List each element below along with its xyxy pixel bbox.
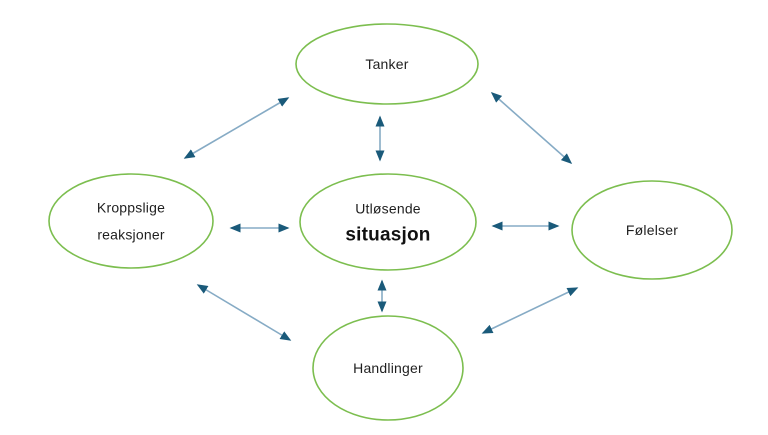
node-label-handlinger-line0: Handlinger	[353, 360, 423, 376]
node-ellipse-tanker	[295, 23, 479, 105]
node-ellipse-handlinger	[312, 315, 464, 421]
node-label-tanker-line0: Tanker	[365, 56, 408, 72]
node-label-utlosende-situasjon-line1: situasjon	[345, 225, 430, 246]
node-folelser: Følelser	[571, 180, 733, 280]
arrow-kroppslige-handlinger	[196, 284, 292, 341]
arrow-tanker-folelser	[490, 92, 573, 164]
node-utlosende-situasjon: Utløsende situasjon	[299, 173, 477, 271]
node-label-utlosende-situasjon-line0: Utløsende	[355, 201, 421, 217]
node-label-kroppslige-reaksjoner-line0: Kroppslige	[97, 200, 165, 216]
node-ellipse-utlosende-situasjon	[299, 173, 477, 271]
node-ellipse-folelser	[571, 180, 733, 280]
node-ellipse-kroppslige-reaksjoner	[48, 173, 214, 269]
node-label-folelser-line0: Følelser	[626, 222, 678, 238]
arrow-tanker-kroppslige	[183, 97, 290, 159]
node-label-kroppslige-reaksjoner-line1: reaksjoner	[97, 227, 165, 243]
node-tanker: Tanker	[295, 23, 479, 105]
node-handlinger: Handlinger	[312, 315, 464, 421]
arrows-layer	[183, 92, 579, 341]
arrow-handlinger-folelser	[481, 287, 579, 334]
node-kroppslige-reaksjoner: Kroppslige reaksjoner	[48, 173, 214, 269]
